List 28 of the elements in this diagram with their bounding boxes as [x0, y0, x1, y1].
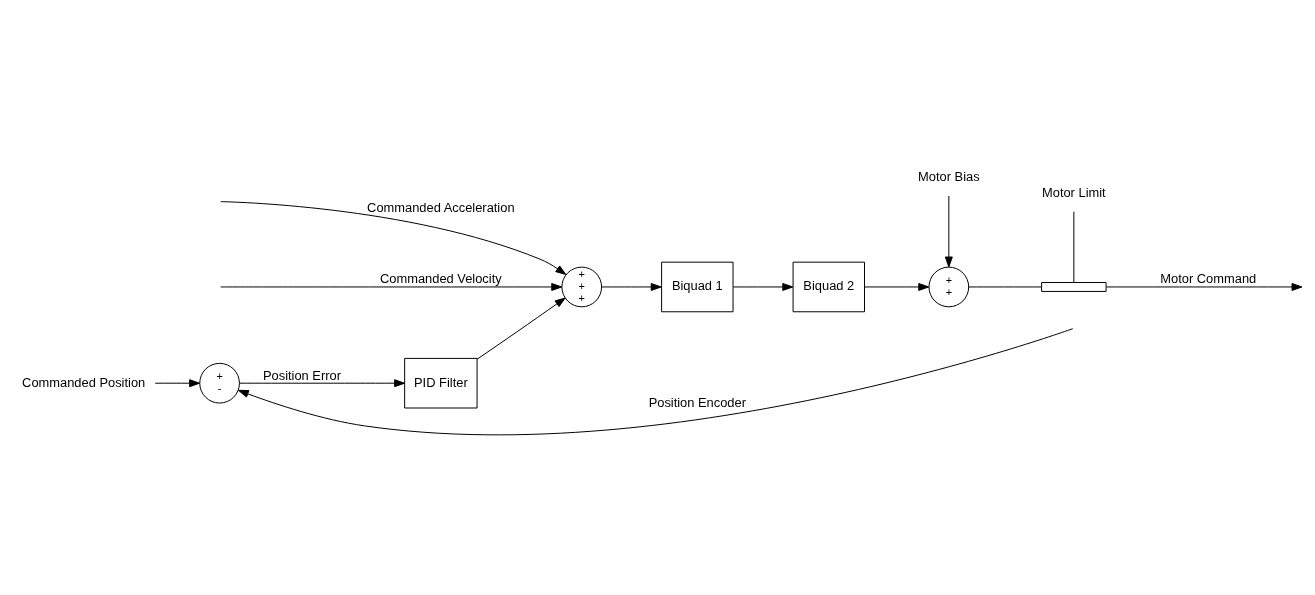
connector: [1073, 211, 1075, 283]
arrow: [1105, 283, 1303, 291]
arrow: [944, 195, 953, 268]
edge-label: Position Error: [262, 367, 341, 383]
edge-label: Commanded Acceleration: [367, 199, 515, 215]
arrow: [220, 201, 567, 275]
node-box: PID Filter: [404, 357, 478, 409]
connector: [968, 286, 1042, 288]
node-box: Biquad 2: [792, 261, 865, 313]
arrow: [154, 379, 201, 388]
node-text: Motor Bias: [918, 169, 980, 185]
arrow: [601, 283, 662, 291]
node-circle: + +: [928, 266, 970, 308]
arrow: [239, 379, 406, 388]
arrow: [732, 283, 794, 291]
arrow: [220, 283, 563, 291]
node-circle: + + +: [561, 266, 603, 308]
edge-label: Position Encoder: [648, 395, 746, 411]
node-box: Biquad 1: [661, 261, 734, 313]
arrow: [476, 297, 566, 360]
node-circle: + -: [199, 362, 240, 404]
edge-label: Commanded Velocity: [380, 271, 502, 287]
node-text: Motor Limit: [1042, 185, 1106, 201]
arrow: [237, 328, 1074, 436]
node-text: Commanded Position: [22, 374, 146, 390]
edge-label: Motor Command: [1160, 271, 1257, 287]
node-bar: [1041, 282, 1107, 292]
arrow: [864, 283, 930, 291]
